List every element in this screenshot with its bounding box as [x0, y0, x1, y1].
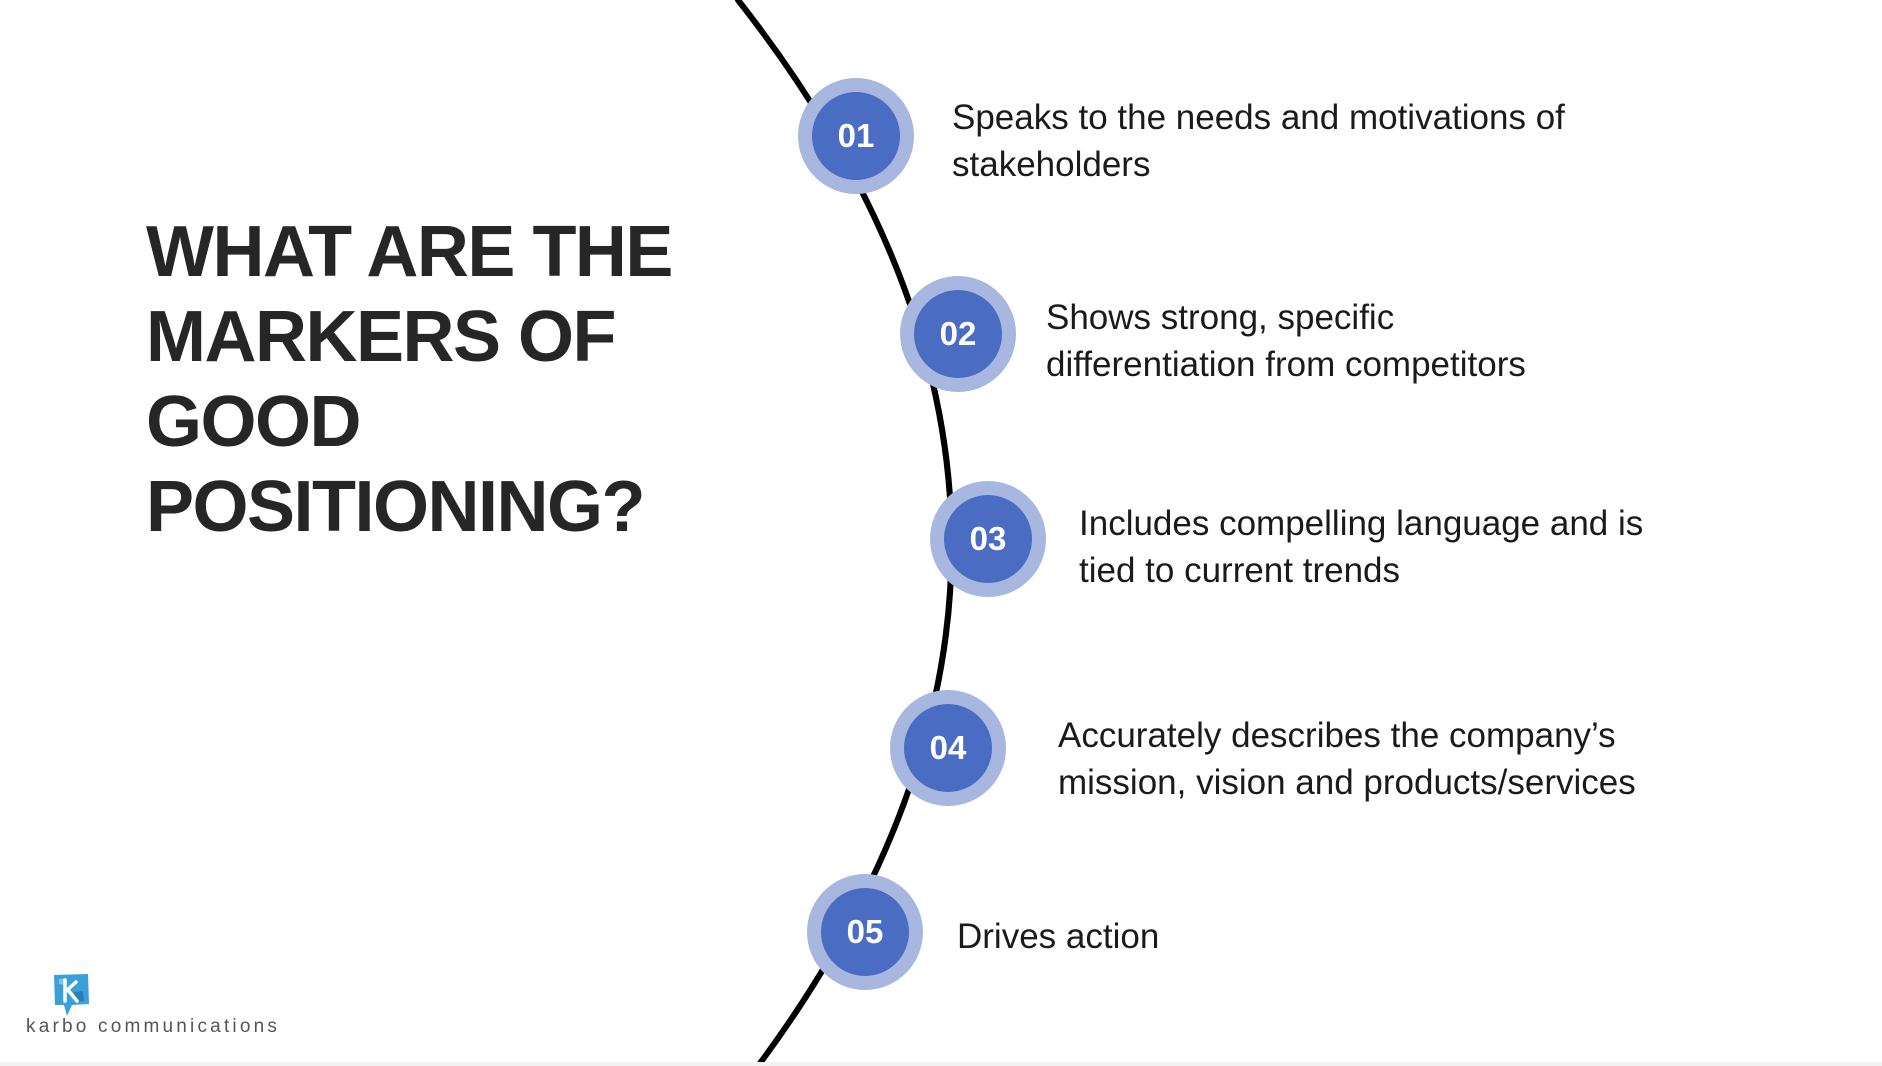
- step-text-05: Drives action: [957, 913, 1159, 960]
- step-text-line: differentiation from competitors: [1046, 345, 1526, 384]
- step-text-line: Includes compelling language and is: [1079, 504, 1644, 543]
- step-text-01: Speaks to the needs and motivations of s…: [952, 94, 1565, 188]
- slide-title: WHAT ARE THE MARKERS OF GOOD POSITIONING…: [146, 210, 706, 550]
- bottom-strip: [0, 1062, 1882, 1066]
- step-text-04: Accurately describes the company’s missi…: [1058, 712, 1636, 806]
- step-number: 04: [904, 704, 992, 792]
- step-text-line: Accurately describes the company’s: [1058, 716, 1616, 755]
- step-number: 01: [812, 92, 900, 180]
- step-badge-04: 04: [890, 690, 1006, 806]
- logo-text: karbo communications: [26, 1016, 281, 1037]
- title-line: MARKERS OF: [146, 297, 617, 377]
- title-line: POSITIONING?: [146, 467, 646, 547]
- speech-bubble-k-icon: [54, 974, 89, 1016]
- step-text-line: Shows strong, specific: [1046, 298, 1395, 337]
- step-number: 03: [944, 495, 1032, 583]
- step-badge-03: 03: [930, 481, 1046, 597]
- step-text-line: mission, vision and products/services: [1058, 763, 1636, 802]
- step-text-line: Drives action: [957, 917, 1160, 956]
- step-text-02: Shows strong, specific differentiation f…: [1046, 294, 1526, 388]
- step-badge-01: 01: [798, 78, 914, 194]
- step-text-03: Includes compelling language and is tied…: [1079, 500, 1643, 594]
- step-text-line: tied to current trends: [1079, 551, 1400, 590]
- step-text-line: stakeholders: [952, 145, 1151, 184]
- title-line: WHAT ARE THE: [146, 212, 673, 292]
- karbo-logo: karbo communications: [26, 972, 306, 1042]
- step-number: 05: [821, 888, 909, 976]
- step-number: 02: [914, 290, 1002, 378]
- step-badge-05: 05: [807, 874, 923, 990]
- step-text-line: Speaks to the needs and motivations of: [952, 98, 1565, 137]
- step-badge-02: 02: [900, 276, 1016, 392]
- title-line: GOOD: [146, 382, 362, 462]
